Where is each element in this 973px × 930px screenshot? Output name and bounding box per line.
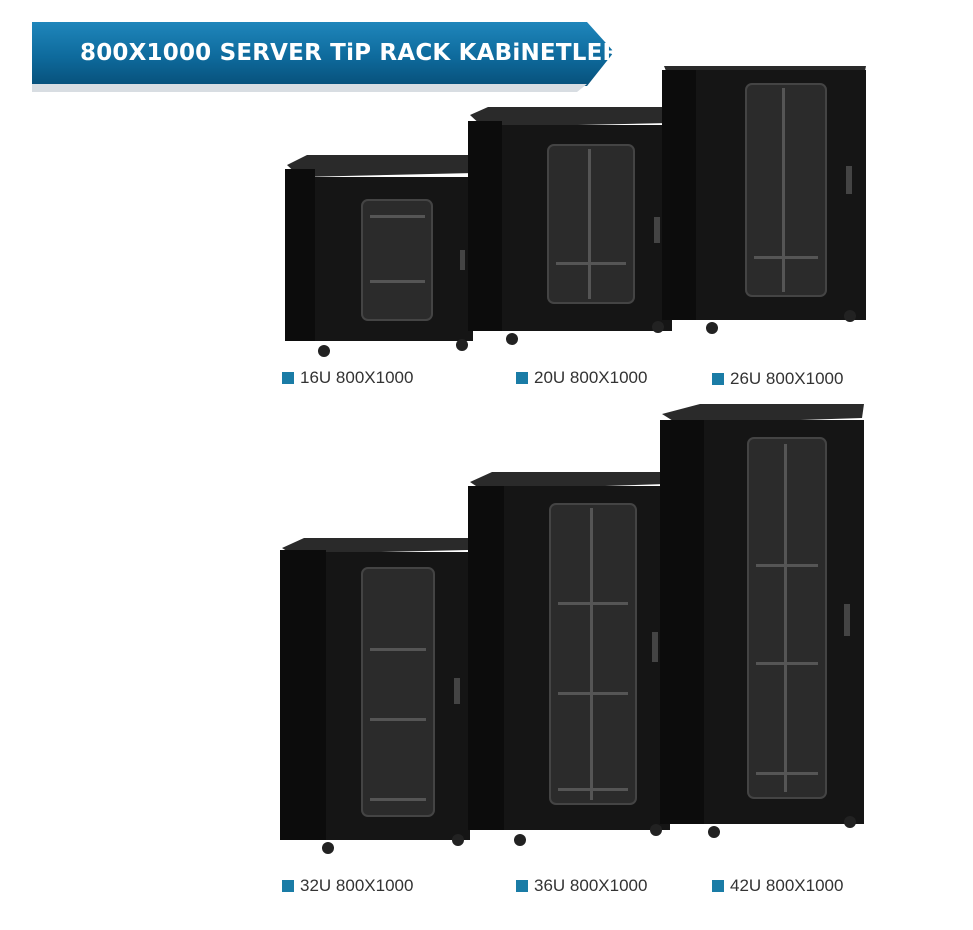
product-16u [282, 155, 477, 360]
rack-cabinet-image [285, 155, 477, 357]
bullet-square-icon [282, 880, 294, 892]
caption-text: 20U 800X1000 [534, 368, 648, 387]
rack-cabinet-image [660, 404, 864, 838]
caption-text: 16U 800X1000 [300, 368, 414, 387]
product-42u [660, 404, 866, 844]
product-36u [468, 472, 672, 850]
product-caption-26u: 26U 800X1000 [712, 369, 843, 389]
page-title: 800X1000 SERVER TiP RACK KABiNETLER [80, 40, 621, 66]
bullet-square-icon [516, 372, 528, 384]
product-caption-20u: 20U 800X1000 [516, 368, 647, 388]
bullet-square-icon [712, 880, 724, 892]
caption-text: 32U 800X1000 [300, 876, 414, 895]
product-32u [280, 538, 472, 858]
product-20u [468, 107, 676, 347]
rack-cabinet-image [468, 472, 670, 846]
bullet-square-icon [712, 373, 724, 385]
rack-cabinet-image [662, 66, 866, 334]
product-caption-42u: 42U 800X1000 [712, 876, 843, 896]
caption-text: 36U 800X1000 [534, 876, 648, 895]
bullet-square-icon [282, 372, 294, 384]
rack-cabinet-image [280, 538, 470, 854]
rack-cabinet-image [468, 107, 673, 345]
title-banner: 800X1000 SERVER TiP RACK KABiNETLER [32, 22, 620, 92]
banner-background [32, 22, 614, 92]
product-26u [662, 66, 868, 338]
product-caption-32u: 32U 800X1000 [282, 876, 413, 896]
caption-text: 26U 800X1000 [730, 369, 844, 388]
caption-text: 42U 800X1000 [730, 876, 844, 895]
bullet-square-icon [516, 880, 528, 892]
product-caption-16u: 16U 800X1000 [282, 368, 413, 388]
product-caption-36u: 36U 800X1000 [516, 876, 647, 896]
